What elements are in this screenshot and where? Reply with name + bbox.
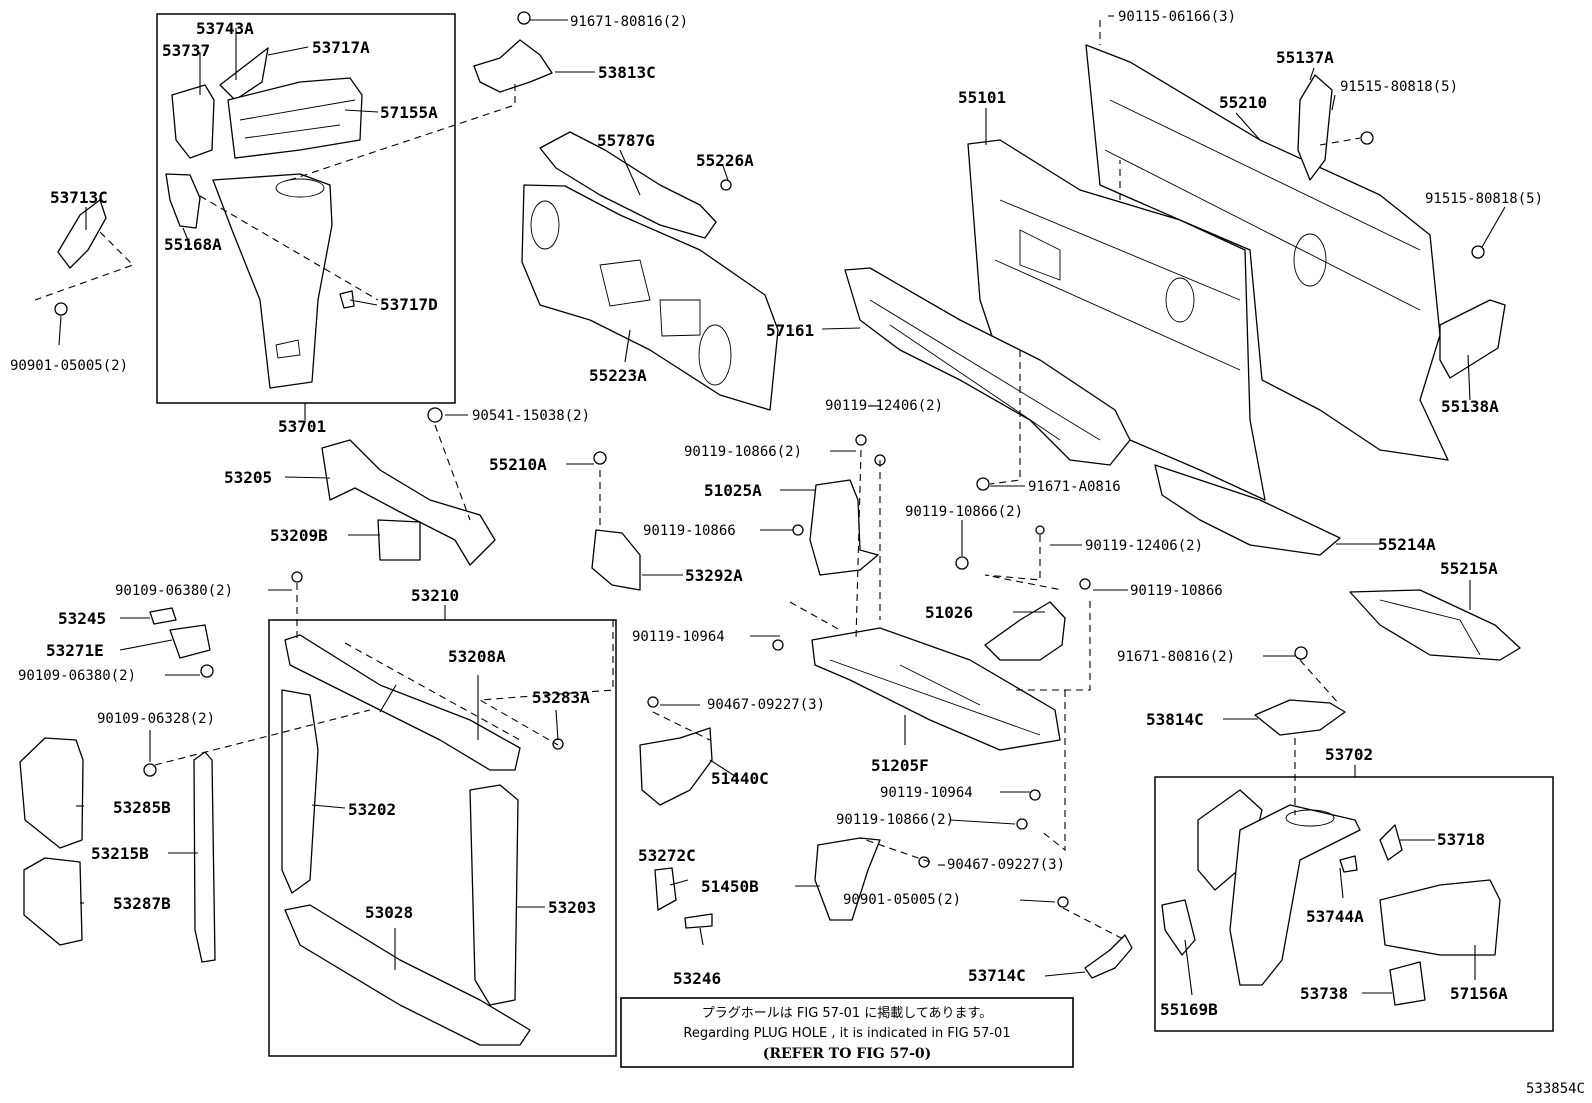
label-90467-09227-b: 90467-09227(3) <box>947 857 1065 873</box>
label-91671-80816-a: 91671-80816(2) <box>570 14 688 30</box>
label-55169B: 55169B <box>1160 1000 1218 1019</box>
label-57161: 57161 <box>766 321 814 340</box>
label-90119-10866-a: 90119-10866(2) <box>684 444 802 460</box>
note-box: プラグホールは FIG 57-01 に掲載してあります。 Regarding P… <box>620 997 1074 1068</box>
label-90467-09227-a: 90467-09227(3) <box>707 697 825 713</box>
label-53205: 53205 <box>224 468 272 487</box>
label-90119-10964-a: 90119-10964 <box>632 629 725 645</box>
label-55137A: 55137A <box>1276 48 1334 67</box>
group-frame-53210 <box>268 619 617 1057</box>
label-55138A: 55138A <box>1441 397 1499 416</box>
label-53814C: 53814C <box>1146 710 1204 729</box>
label-55210A: 55210A <box>489 455 547 474</box>
label-53283A: 53283A <box>532 688 590 707</box>
label-91671-A0816: 91671-A0816 <box>1028 479 1121 495</box>
diagram-id: 533854C <box>1526 1081 1585 1097</box>
label-57155A: 57155A <box>380 103 438 122</box>
leader-lines <box>58 15 1506 996</box>
label-55168A: 55168A <box>164 235 222 254</box>
label-90119-10964-b: 90119-10964 <box>880 785 973 801</box>
label-51205F: 51205F <box>871 756 929 775</box>
label-53717A: 53717A <box>312 38 370 57</box>
label-55226A: 55226A <box>696 151 754 170</box>
label-90119-10866-e: 90119-10866(2) <box>836 812 954 828</box>
label-53272C: 53272C <box>638 846 696 865</box>
reference-lines <box>34 20 1361 941</box>
label-53215B: 53215B <box>91 844 149 863</box>
label-90901-05005-b: 90901-05005(2) <box>843 892 961 908</box>
label-53744A: 53744A <box>1306 907 1364 926</box>
label-53202: 53202 <box>348 800 396 819</box>
label-91515-80818-b: 91515-80818(5) <box>1425 191 1543 207</box>
label-53028: 53028 <box>365 903 413 922</box>
label-90119-10866-b: 90119-10866 <box>643 523 736 539</box>
label-53246: 53246 <box>673 969 721 988</box>
label-90119-12406-a: 90119-12406(2) <box>825 398 943 414</box>
label-55223A: 55223A <box>589 366 647 385</box>
label-53210: 53210 <box>411 586 459 605</box>
label-55787G: 55787G <box>597 131 655 150</box>
label-51025A: 51025A <box>704 481 762 500</box>
label-90109-06328: 90109-06328(2) <box>97 711 215 727</box>
label-53285B: 53285B <box>113 798 171 817</box>
label-90119-12406-b: 90119-12406(2) <box>1085 538 1203 554</box>
label-53287B: 53287B <box>113 894 171 913</box>
label-90109-06380-a: 90109-06380(2) <box>115 583 233 599</box>
label-51440C: 51440C <box>711 769 769 788</box>
label-51450B: 51450B <box>701 877 759 896</box>
label-90119-10866-c: 90119-10866(2) <box>905 504 1023 520</box>
note-line-en: Regarding PLUG HOLE , it is indicated in… <box>683 1026 1010 1041</box>
part-shapes <box>19 11 1521 1046</box>
label-53718: 53718 <box>1437 830 1485 849</box>
label-55214A: 55214A <box>1378 535 1436 554</box>
label-53813C: 53813C <box>598 63 656 82</box>
group-frame-53702 <box>1154 776 1554 1032</box>
label-53743A: 53743A <box>196 19 254 38</box>
label-53737: 53737 <box>162 41 210 60</box>
label-53292A: 53292A <box>685 566 743 585</box>
label-90115-06166: 90115-06166(3) <box>1118 9 1236 25</box>
label-53271E: 53271E <box>46 641 104 660</box>
part-labels: 53743A 53737 53717A 57155A 53713C 55168A… <box>10 9 1543 1019</box>
label-53203: 53203 <box>548 898 596 917</box>
label-53245: 53245 <box>58 609 106 628</box>
label-53714C: 53714C <box>968 966 1026 985</box>
label-91671-80816-b: 91671-80816(2) <box>1117 649 1235 665</box>
label-51026: 51026 <box>925 603 973 622</box>
note-line-ja: プラグホールは FIG 57-01 に掲載してあります。 <box>702 1005 992 1021</box>
label-55210: 55210 <box>1219 93 1267 112</box>
group-frame-53701 <box>156 13 456 404</box>
label-55101: 55101 <box>958 88 1006 107</box>
label-90119-10866-d: 90119-10866 <box>1130 583 1223 599</box>
label-53209B: 53209B <box>270 526 328 545</box>
label-55215A: 55215A <box>1440 559 1498 578</box>
label-53701: 53701 <box>278 417 326 436</box>
label-53702: 53702 <box>1325 745 1373 764</box>
label-53717D: 53717D <box>380 295 438 314</box>
label-90541-15038: 90541-15038(2) <box>472 408 590 424</box>
note-line-ref: (REFER TO FIG 57-0) <box>763 1046 932 1062</box>
label-53208A: 53208A <box>448 647 506 666</box>
label-53713C: 53713C <box>50 188 108 207</box>
label-90901-05005-a: 90901-05005(2) <box>10 358 128 374</box>
label-90109-06380-b: 90109-06380(2) <box>18 668 136 684</box>
label-53738: 53738 <box>1300 984 1348 1003</box>
label-57156A: 57156A <box>1450 984 1508 1003</box>
label-91515-80818-a: 91515-80818(5) <box>1340 79 1458 95</box>
